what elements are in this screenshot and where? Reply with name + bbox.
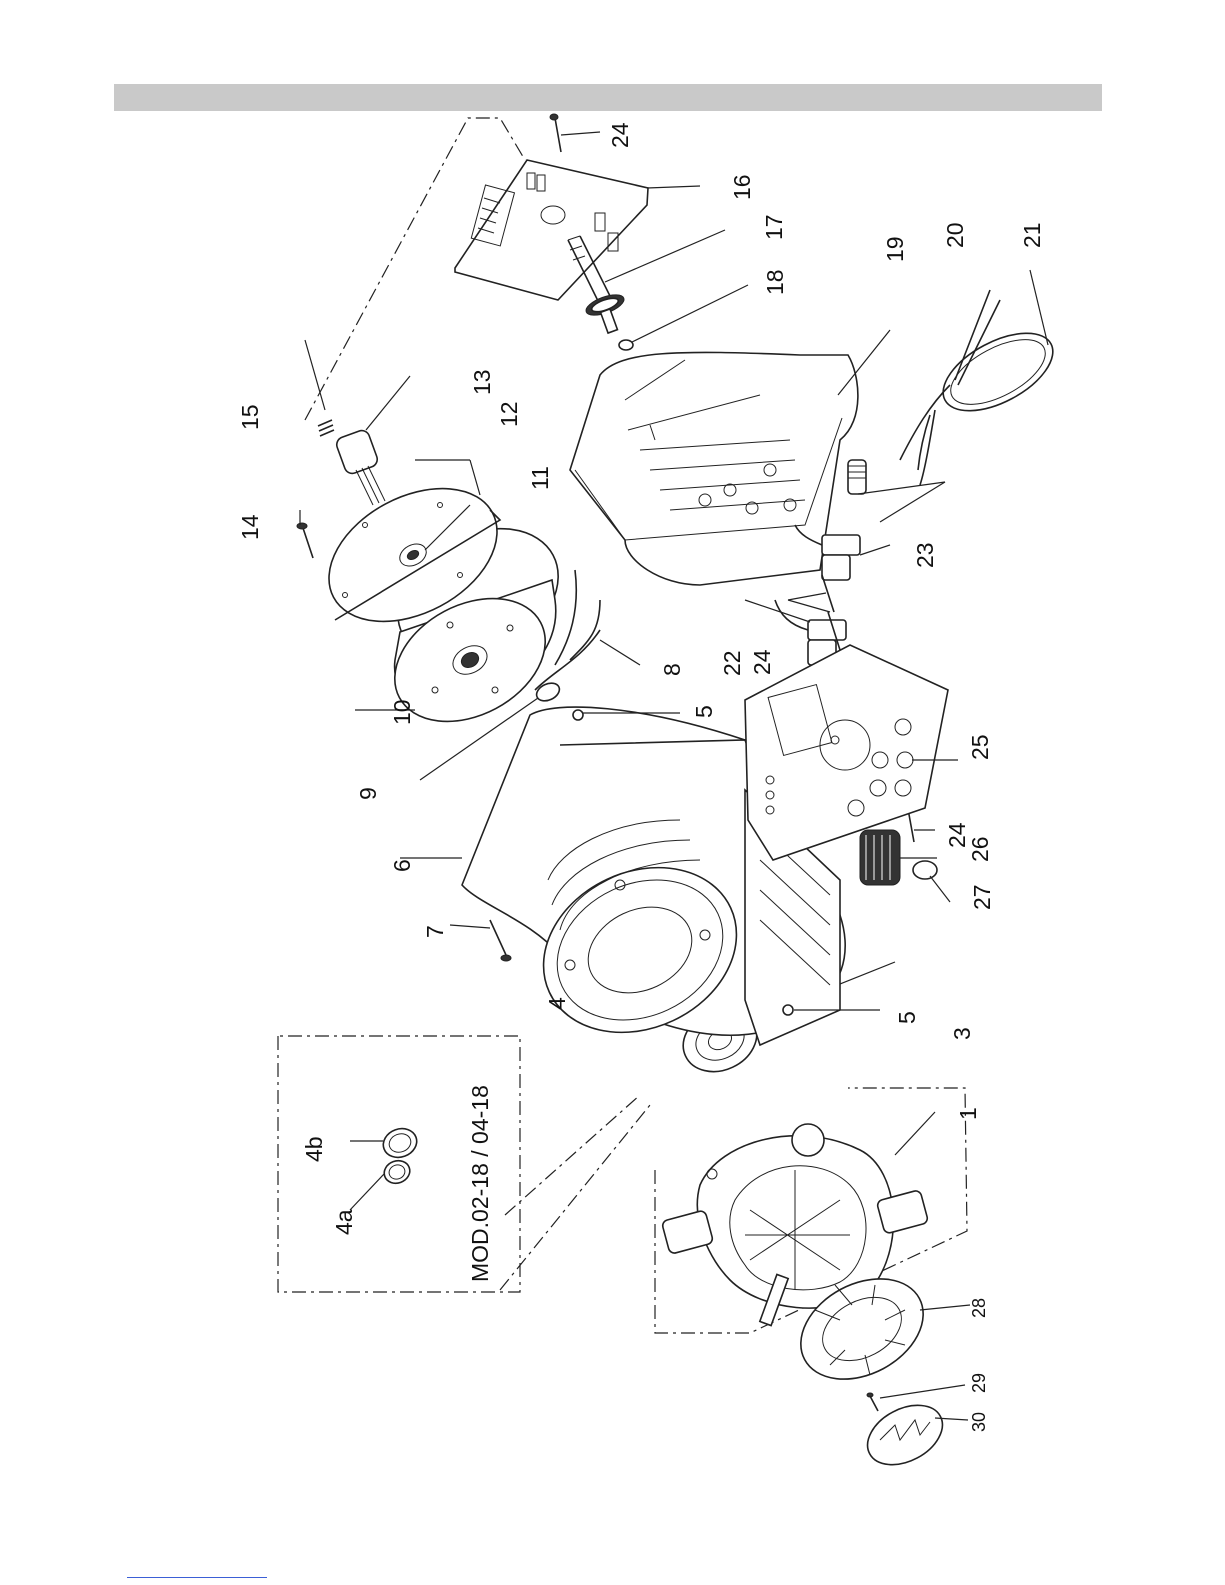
label-11: 11 xyxy=(527,466,553,490)
label-4b: 4b xyxy=(301,1136,327,1162)
label-4a: 4a xyxy=(331,1209,357,1235)
part-4b-ring xyxy=(379,1124,421,1162)
part-1-pump-head xyxy=(655,1088,967,1333)
part-7-screw xyxy=(450,920,511,961)
label-16: 16 xyxy=(729,174,755,200)
label-14: 14 xyxy=(237,514,263,540)
label-24-right: 24 xyxy=(944,822,970,848)
part-16-pcb xyxy=(455,160,700,300)
label-1: 1 xyxy=(955,1107,981,1120)
label-24-top: 24 xyxy=(607,122,633,148)
part-30-logo-disc xyxy=(857,1393,968,1476)
part-4a-ring xyxy=(381,1157,413,1187)
label-28: 28 xyxy=(969,1298,989,1318)
label-20: 20 xyxy=(942,222,968,248)
label-3: 3 xyxy=(949,1027,975,1040)
part-27-cap xyxy=(913,861,950,902)
part-13-coupling xyxy=(335,376,410,505)
label-8: 8 xyxy=(659,663,685,676)
label-6: 6 xyxy=(389,859,415,872)
label-25: 25 xyxy=(967,734,993,760)
label-4: 4 xyxy=(544,997,570,1010)
label-12: 12 xyxy=(496,401,522,427)
label-7: 7 xyxy=(422,925,448,938)
part-18-oring xyxy=(619,285,748,350)
label-5-upper: 5 xyxy=(691,705,717,718)
label-9: 9 xyxy=(355,787,381,800)
label-24-mid: 24 xyxy=(749,649,775,675)
label-18: 18 xyxy=(762,269,788,295)
label-13: 13 xyxy=(469,369,495,395)
label-17: 17 xyxy=(761,214,787,240)
label-23: 23 xyxy=(912,542,938,568)
label-15: 15 xyxy=(237,404,263,430)
label-19: 19 xyxy=(882,236,908,262)
label-29: 29 xyxy=(969,1373,989,1393)
label-30: 30 xyxy=(969,1412,989,1432)
label-26: 26 xyxy=(967,836,993,862)
footer-link-underline xyxy=(127,1577,267,1578)
inset-box xyxy=(278,1036,650,1292)
part-14-screw xyxy=(297,510,313,558)
inset-title: MOD.02-18 / 04-18 xyxy=(467,1085,493,1282)
label-10: 10 xyxy=(389,699,415,725)
part-21-cable xyxy=(900,270,1065,485)
part-25-front-panel xyxy=(745,645,958,860)
part-15-spring xyxy=(305,340,334,436)
part-20-fitting xyxy=(848,460,945,522)
label-22: 22 xyxy=(719,650,745,676)
label-21: 21 xyxy=(1019,222,1045,248)
label-5-lower: 5 xyxy=(894,1011,920,1024)
label-27: 27 xyxy=(969,884,995,910)
